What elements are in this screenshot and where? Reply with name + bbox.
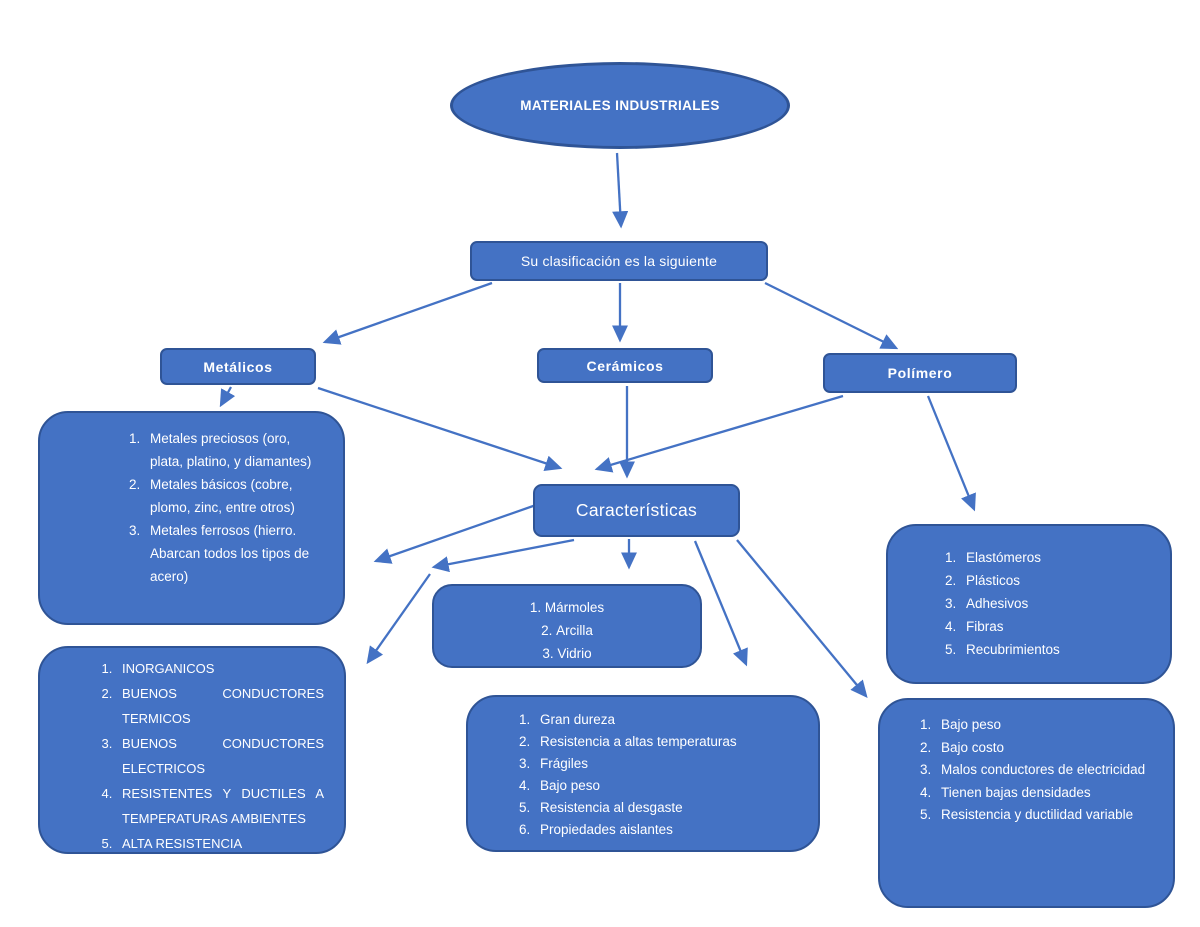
classification-label: Su clasificación es la siguiente [520, 253, 718, 269]
category-ceramics-label: Cerámicos [586, 357, 664, 374]
list-item: ALTA RESISTENCIA [116, 831, 324, 856]
list-item: BUENOS CONDUCTORES TERMICOS [116, 681, 324, 731]
classification-node[interactable]: Su clasificación es la siguiente [470, 241, 768, 281]
arrow-metallics-to-metal-types [219, 386, 236, 408]
category-polymer-label: Polímero [887, 365, 953, 381]
arrow-classification-to-metallics [322, 281, 493, 345]
list-item: Malos conductores de electricidad [935, 759, 1145, 782]
list-item: Resistencia a altas temperaturas [534, 731, 737, 753]
list-item: Elastómeros [960, 546, 1060, 569]
metal-characteristics-box[interactable]: INORGANICOS BUENOS CONDUCTORES TERMICOS … [38, 646, 346, 854]
metal-types-list: Metales preciosos (oro, plata, platino, … [40, 413, 343, 588]
arrow-polymer-to-characteristics [594, 394, 844, 473]
list-item: Tienen bajas densidades [935, 782, 1145, 805]
arrow-characteristics-left-short [431, 538, 575, 573]
metal-characteristics-list: INORGANICOS BUENOS CONDUCTORES TERMICOS … [40, 648, 344, 856]
list-item: Mármoles [434, 596, 700, 619]
list-item: Bajo peso [935, 714, 1145, 737]
polymer-types-list: Elastómeros Plásticos Adhesivos Fibras R… [888, 526, 1076, 661]
arrow-characteristics-to-ceramic-characteristics [693, 540, 748, 667]
list-item: Bajo peso [534, 775, 737, 797]
characteristics-label: Características [575, 500, 698, 520]
polymer-types-box[interactable]: Elastómeros Plásticos Adhesivos Fibras R… [886, 524, 1172, 684]
category-ceramics[interactable]: Cerámicos [537, 348, 713, 383]
arrow-root-to-classification [612, 152, 629, 229]
polymer-characteristics-box[interactable]: Bajo peso Bajo costo Malos conductores d… [878, 698, 1175, 908]
list-item: Gran dureza [534, 709, 737, 731]
list-item: Adhesivos [960, 592, 1060, 615]
list-item: Vidrio [434, 642, 700, 665]
arrow-characteristics-to-polymer-characteristics [736, 539, 868, 698]
list-item: Fibras [960, 615, 1060, 638]
metal-types-box[interactable]: Metales preciosos (oro, plata, platino, … [38, 411, 345, 625]
list-item: Metales preciosos (oro, plata, platino, … [144, 427, 317, 473]
list-item: Bajo costo [935, 737, 1145, 760]
list-item: Metales ferrosos (hierro. Abarcan todos … [144, 519, 317, 588]
ceramic-characteristics-box[interactable]: Gran dureza Resistencia a altas temperat… [466, 695, 820, 852]
root-title: MATERIALES INDUSTRIALES [520, 98, 720, 113]
list-item: Propiedades aislantes [534, 819, 737, 841]
arrow-characteristics-to-metal-types [373, 503, 537, 564]
arrow-characteristics-to-metal-characteristics [366, 573, 431, 665]
list-item: RESISTENTES Y DUCTILES A TEMPERATURAS AM… [116, 781, 324, 831]
category-metallics[interactable]: Metálicos [160, 348, 316, 385]
category-polymer[interactable]: Polímero [823, 353, 1017, 393]
list-item: Recubrimientos [960, 638, 1060, 661]
list-item: INORGANICOS [116, 656, 324, 681]
characteristics-node[interactable]: Características [533, 484, 740, 537]
root-node[interactable]: MATERIALES INDUSTRIALES [450, 62, 790, 149]
list-item: BUENOS CONDUCTORES ELECTRICOS [116, 731, 324, 781]
arrow-classification-to-polymer [764, 281, 899, 350]
polymer-characteristics-list: Bajo peso Bajo costo Malos conductores d… [880, 700, 1167, 827]
list-item: Plásticos [960, 569, 1060, 592]
category-metallics-label: Metálicos [203, 358, 273, 375]
arrow-polymer-to-polymer-types [926, 395, 976, 512]
list-item: Arcilla [434, 619, 700, 642]
list-item: Resistencia al desgaste [534, 797, 737, 819]
ceramic-types-box[interactable]: Mármoles Arcilla Vidrio [432, 584, 702, 668]
list-item: Resistencia y ductilidad variable [935, 804, 1145, 827]
list-item: Frágiles [534, 753, 737, 775]
arrow-metallics-to-characteristics [317, 386, 563, 472]
ceramic-types-list: Mármoles Arcilla Vidrio [434, 586, 700, 665]
list-item: Metales básicos (cobre, plomo, zinc, ent… [144, 473, 317, 519]
ceramic-characteristics-list: Gran dureza Resistencia a altas temperat… [468, 697, 757, 841]
